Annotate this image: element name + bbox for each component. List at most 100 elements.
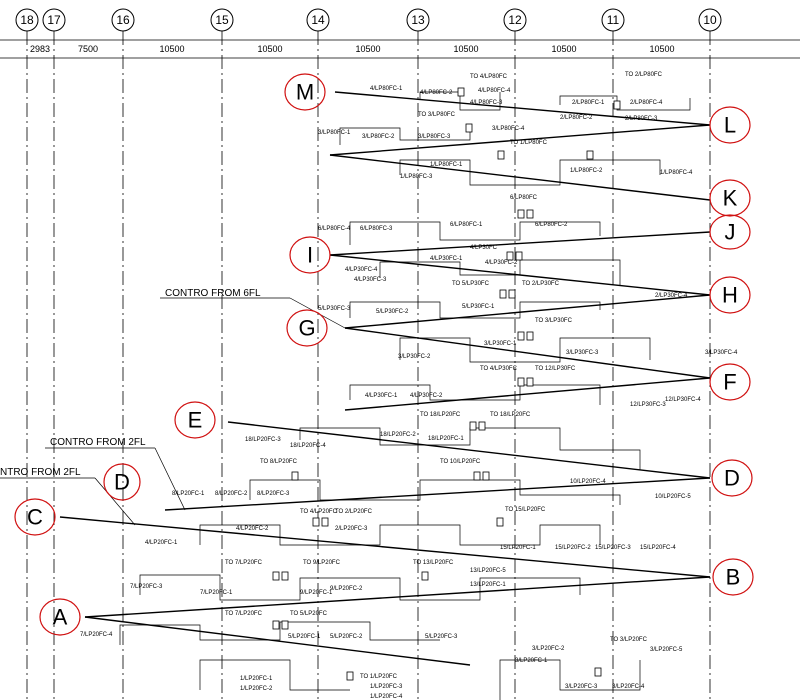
panel-box (613, 100, 621, 110)
label-text: TO 18/LP20FC (420, 412, 461, 418)
panel-box (321, 517, 329, 527)
label-text: 2/LP30FC-4 (655, 293, 688, 299)
label-text: 8/LP20FC-3 (257, 491, 290, 497)
label-text: E (188, 408, 203, 433)
label-text: 15/LP20FC-1 (500, 545, 536, 551)
label-text: 10/LP20FC-5 (655, 494, 691, 500)
label-text: 6/LP80FC (510, 195, 538, 201)
label-text: 4/LP80FC-1 (370, 86, 403, 92)
label-text: TO 2/LP80FC (625, 72, 663, 78)
panel-box (517, 377, 525, 387)
grid-column-17: 17 (42, 8, 66, 700)
panel-box (473, 471, 481, 481)
label-text: 13/LP20FC-1 (470, 582, 506, 588)
label-text: TO 12/LP30FC (535, 366, 576, 372)
grid-column-14: 14 (306, 8, 330, 700)
panel-box (281, 620, 289, 630)
label-text: 2/LP80FC-1 (572, 100, 605, 106)
panel-box (586, 150, 594, 160)
label-text: L (724, 113, 736, 138)
label-text: TO 8/LP20FC (260, 459, 298, 465)
label-text: 10500 (159, 44, 184, 54)
label-text: 10500 (551, 44, 576, 54)
grid-column-13: 13 (406, 8, 430, 700)
label-text: 1/LP80FC-2 (570, 168, 603, 174)
label-text: 3/LP20FC-4 (612, 684, 645, 690)
label-text: TO 10/LP20FC (440, 459, 481, 465)
label-text: TO 4/LP80FC (470, 74, 508, 80)
label-text: 3/LP30FC-1 (484, 341, 517, 347)
label-text: B (726, 565, 741, 590)
label-text: 9/LP20FC-2 (330, 586, 363, 592)
zone-marker-b: B (712, 558, 754, 596)
label-text: 3/LP80FC-4 (492, 126, 525, 132)
label-text: 13/LP20FC-5 (470, 568, 506, 574)
label-text: 4/LP30FC-3 (354, 277, 387, 283)
trunk-g-f (344, 327, 711, 379)
label-text: 1/LP20FC-4 (370, 694, 403, 700)
label-text: 18/LP20FC-4 (290, 443, 326, 449)
panel-box (291, 471, 299, 481)
panel-box (526, 331, 534, 341)
label-text: A (53, 605, 68, 630)
trunk-n-k (329, 154, 711, 201)
grid-columns: 18 17 16 15 14 13 12 (15, 8, 722, 700)
label-text: 7/LP20FC-1 (200, 590, 233, 596)
label-text: 6/LP80FC-3 (360, 226, 393, 232)
panel-box (272, 620, 280, 630)
grid-column-18: 18 (15, 8, 39, 700)
label-text: 5/LP30FC-3 (318, 306, 351, 312)
label-text: 5/LP20FC-1 (288, 634, 321, 640)
note-contro-2fl: CONTRO FROM 2FL (50, 437, 146, 448)
label-text: 4/LP30FC (470, 245, 498, 251)
zone-marker-i: I (289, 236, 331, 274)
junction-panels (272, 87, 621, 681)
label-text: TO 3/LP30FC (535, 318, 573, 324)
zone-marker-k: K (709, 179, 751, 217)
trunk-g-h (344, 294, 711, 329)
label-text: 10500 (649, 44, 674, 54)
zone-marker-c: C (14, 498, 56, 536)
trunk-f2 (344, 377, 711, 411)
label-text: 5/LP30FC-2 (376, 309, 409, 315)
label-text: TO 9/LP20FC (303, 560, 341, 566)
label-text: 1/LP20FC-1 (240, 676, 273, 682)
trunk-c-b (59, 516, 711, 578)
panel-box (594, 667, 602, 677)
label-text: 1/LP80FC-4 (660, 170, 693, 176)
panel-box (469, 421, 477, 431)
label-text: 1/LP80FC-3 (400, 174, 433, 180)
label-text: 18/LP20FC-3 (245, 437, 281, 443)
zone-marker-e: E (174, 401, 216, 439)
label-text: 7/LP20FC-3 (130, 584, 163, 590)
panel-box (482, 471, 490, 481)
label-text: 12/LP30FC-3 (630, 402, 666, 408)
zone-marker-h: H (709, 276, 751, 314)
label-text: 11 (607, 13, 620, 27)
panel-box (421, 571, 429, 581)
label-text: 3/LP80FC-3 (418, 134, 451, 140)
label-text: 4/LP30FC-1 (365, 393, 398, 399)
zone-markers: M L K J I H G F E D D C B A (14, 73, 754, 636)
grid-column-16: 16 (111, 8, 135, 700)
panel-box (506, 251, 514, 261)
panel-box (497, 150, 505, 160)
grid-column-10: 10 (698, 8, 722, 700)
branch-circuits (119, 91, 691, 700)
trunk-lines (59, 91, 711, 666)
label-text: 5/LP20FC-2 (330, 634, 363, 640)
panel-box (478, 421, 486, 431)
label-text: 12/LP30FC-4 (665, 397, 701, 403)
label-text: TO 3/LP80FC (418, 112, 456, 118)
label-text: 4/LP20FC-2 (236, 526, 269, 532)
zone-marker-g: G (286, 309, 328, 347)
trunk-m-l (334, 91, 711, 126)
label-text: 4/LP80FC-4 (478, 88, 511, 94)
label-text: 5/LP30FC-1 (462, 304, 495, 310)
trunk-a-b (84, 576, 711, 618)
label-text: 7500 (78, 44, 98, 54)
zone-marker-l: L (709, 106, 751, 144)
label-text: TO 2/LP30FC (522, 281, 560, 287)
label-text: G (298, 316, 315, 341)
label-text: 1/LP20FC-3 (370, 684, 403, 690)
